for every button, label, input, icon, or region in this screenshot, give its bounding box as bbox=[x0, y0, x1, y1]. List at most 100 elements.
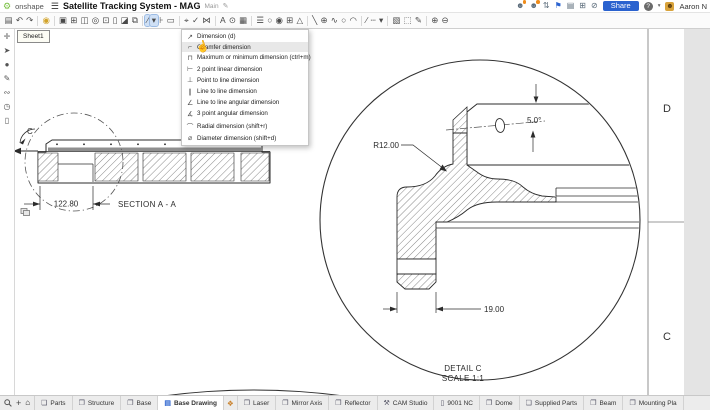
balloon-icon[interactable]: ○ bbox=[267, 15, 273, 26]
bottom-tab-beam[interactable]: ❐Beam bbox=[584, 396, 624, 410]
text-icon[interactable]: A bbox=[219, 15, 226, 26]
mobile-preview-icon[interactable]: ▯ bbox=[4, 116, 10, 125]
tab-update-indicator-icon[interactable]: ❖ bbox=[224, 396, 238, 410]
line-icon[interactable]: ∕ bbox=[366, 15, 368, 26]
zoom-in-icon[interactable]: ⊕ bbox=[431, 15, 439, 26]
document-menu-icon[interactable]: ☰ bbox=[50, 0, 59, 11]
sync-status-icon[interactable]: ⊘ bbox=[591, 1, 598, 10]
section-dimension-122-80[interactable]: 122.80 bbox=[24, 186, 110, 210]
construction-line-icon[interactable]: ┄ bbox=[370, 15, 376, 26]
parts-list-icon[interactable]: ☰ bbox=[256, 15, 264, 26]
follow-mode-icon[interactable]: ∾ bbox=[3, 88, 11, 97]
menu-item-line-to-line-dimension[interactable]: ∥Line to line dimension bbox=[182, 86, 308, 97]
projected-view-icon[interactable]: ⊞ bbox=[70, 15, 78, 26]
sketch-caret-icon[interactable]: ▾ bbox=[378, 15, 384, 26]
width-dimension-19-00[interactable]: 19.00 bbox=[383, 292, 505, 314]
revision-symbol-icon[interactable]: △ bbox=[296, 15, 303, 26]
arc-icon[interactable]: ◠ bbox=[349, 15, 357, 26]
spline-icon[interactable]: ∿ bbox=[330, 15, 338, 26]
help-button[interactable]: ? bbox=[643, 1, 653, 11]
menu-item-radial-dimension-shift-r[interactable]: ⌒Radial dimension (shift+r) bbox=[182, 120, 308, 133]
menu-item-maximum-or-minimum-dimension-ctrl-m[interactable]: ⊓Maximum or minimum dimension (ctrl+m) bbox=[182, 52, 310, 63]
section-dim-text[interactable]: 122.80 bbox=[54, 200, 79, 209]
share-button[interactable]: Share bbox=[602, 0, 639, 12]
edit-sheet-icon[interactable]: ✎ bbox=[3, 74, 11, 83]
break-view-icon[interactable]: ▯ bbox=[112, 15, 118, 26]
drawing-canvas[interactable]: D C C bbox=[14, 29, 710, 396]
dimension-caret-icon[interactable]: ▾ bbox=[149, 14, 159, 27]
document-panel-icon[interactable]: ▤ bbox=[566, 1, 575, 10]
menu-item-point-to-line-dimension[interactable]: ⊥Point to line dimension bbox=[182, 75, 308, 86]
radius-dim-text[interactable]: R12.00 bbox=[373, 141, 399, 150]
bottom-tab-base-drawing[interactable]: ▤Base Drawing bbox=[158, 396, 224, 410]
edge-style-icon[interactable]: ⬚ bbox=[403, 15, 412, 26]
radius-dimension-r12[interactable]: R12.00 bbox=[373, 141, 447, 172]
section-view-icon[interactable]: ◫ bbox=[80, 15, 89, 26]
undo-icon[interactable]: ↶ bbox=[15, 15, 23, 26]
bottom-tab-structure[interactable]: ❐Structure bbox=[73, 396, 122, 410]
bottom-tab-cam-studio[interactable]: ⚒CAM Studio bbox=[378, 396, 435, 410]
redo-icon[interactable]: ↷ bbox=[26, 15, 34, 26]
notifications-icon[interactable]: ⚑ bbox=[554, 1, 562, 10]
view-badge-icon[interactable] bbox=[20, 208, 30, 216]
home-tab-button[interactable]: ⌂ bbox=[25, 398, 31, 407]
annotations-panel-icon[interactable]: ✛ bbox=[3, 32, 11, 41]
collaborator-icon[interactable]: ☻ bbox=[516, 0, 527, 10]
zoom-out-icon[interactable]: ⊖ bbox=[441, 15, 449, 26]
note-icon[interactable]: ▭ bbox=[166, 15, 175, 26]
comments-icon[interactable]: ● bbox=[4, 60, 10, 69]
menu-item-line-to-line-angular-dimension[interactable]: ∠Line to line angular dimension bbox=[182, 97, 308, 108]
add-tab-button[interactable]: + bbox=[16, 397, 22, 408]
update-views-icon[interactable]: ◉ bbox=[42, 15, 50, 26]
bottom-tab-9001-nc[interactable]: ▯9001 NC bbox=[434, 396, 480, 410]
select-tool-icon[interactable]: ➤ bbox=[3, 46, 11, 55]
bottom-tab-mirror-axis[interactable]: ❐Mirror Axis bbox=[276, 396, 330, 410]
bottom-tab-mounting-pla[interactable]: ❐Mounting Pla bbox=[623, 396, 684, 410]
detail-view-icon[interactable]: ◎ bbox=[91, 15, 100, 26]
versions-icon[interactable]: ⇅ bbox=[542, 1, 550, 10]
bottom-tab-parts[interactable]: ❏Parts bbox=[35, 396, 73, 410]
center-mark-icon[interactable]: ⊕ bbox=[320, 15, 328, 26]
search-tabs-icon[interactable] bbox=[4, 399, 12, 407]
bottom-tab-dome[interactable]: ❐Dome bbox=[480, 396, 520, 410]
edit-appearance-icon[interactable]: ✎ bbox=[414, 15, 422, 26]
detail-view-geometry[interactable] bbox=[396, 103, 645, 290]
broken-out-section-icon[interactable]: ◪ bbox=[120, 15, 129, 26]
centerline-icon[interactable]: ╲ bbox=[312, 15, 318, 26]
circle-icon[interactable]: ○ bbox=[341, 15, 347, 26]
auto-balloon-icon[interactable]: ◉ bbox=[275, 15, 283, 26]
move-view-icon[interactable]: ⧉ bbox=[131, 15, 138, 26]
menu-item-2-point-linear-dimension[interactable]: ⊢2 point linear dimension bbox=[182, 64, 308, 75]
insert-view-icon[interactable]: ▣ bbox=[59, 15, 68, 26]
rename-pencil-icon[interactable]: ✎ bbox=[222, 3, 229, 10]
user-avatar[interactable]: ☻ bbox=[665, 1, 675, 11]
bottom-tab-supplied-parts[interactable]: ❏Supplied Parts bbox=[520, 396, 585, 410]
workspace-branch-label[interactable]: Main bbox=[204, 2, 219, 10]
dimension-tool-icon[interactable]: ∕ bbox=[144, 14, 152, 27]
table-icon[interactable]: ▦ bbox=[239, 15, 248, 26]
surface-finish-icon[interactable]: ✓ bbox=[191, 15, 200, 26]
menu-item-chamfer-dimension[interactable]: ⌐Chamfer dimension bbox=[182, 42, 308, 53]
sheet-tab[interactable]: Sheet1 bbox=[17, 30, 50, 43]
collaborator-2-icon[interactable]: ☻ bbox=[529, 0, 540, 10]
crop-view-icon[interactable]: ⊡ bbox=[102, 15, 110, 26]
angle-dim-text[interactable]: 5.0° bbox=[527, 116, 541, 125]
bottom-tab-base[interactable]: ❐Base bbox=[121, 396, 159, 410]
menu-item-dimension-d[interactable]: ↗Dimension (d) bbox=[182, 31, 308, 42]
partial-view-circle[interactable] bbox=[80, 389, 428, 396]
menu-item-3-point-angular-dimension[interactable]: ∡3 point angular dimension bbox=[182, 108, 308, 119]
apps-grid-icon[interactable]: ⊞ bbox=[579, 1, 586, 10]
history-icon[interactable]: ◷ bbox=[3, 102, 11, 111]
hole-table-icon[interactable]: ⊞ bbox=[286, 15, 294, 26]
width-dim-text[interactable]: 19.00 bbox=[484, 305, 505, 314]
menu-item-diameter-dimension-shift-d[interactable]: ⌀Diameter dimension (shift+d) bbox=[182, 133, 308, 144]
sheet-properties-icon[interactable]: ▤ bbox=[4, 15, 13, 26]
ordinate-dimension-icon[interactable]: ⊦ bbox=[159, 15, 164, 26]
weld-symbol-icon[interactable]: ⋈ bbox=[202, 15, 211, 26]
inspection-icon[interactable]: ⊙ bbox=[228, 15, 236, 26]
help-caret-icon[interactable]: ▾ bbox=[657, 3, 661, 9]
angle-dimension-5-0[interactable]: 5.0° bbox=[527, 84, 541, 152]
show-edges-icon[interactable]: ▧ bbox=[392, 15, 401, 26]
geometric-tolerance-icon[interactable]: ⌖ bbox=[184, 15, 189, 26]
bottom-tab-reflector[interactable]: ❐Reflector bbox=[329, 396, 378, 410]
